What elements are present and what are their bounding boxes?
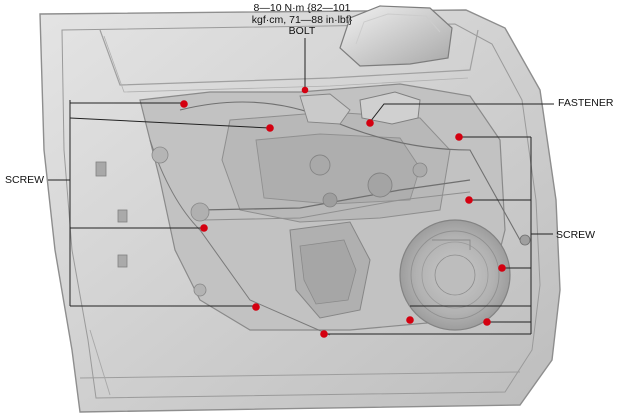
screw-marker-9 xyxy=(483,318,491,326)
fastener-leader-line xyxy=(369,103,554,123)
leader-lines xyxy=(48,38,554,335)
screw-label-left: SCREW xyxy=(5,174,45,186)
screw-label-right: SCREW xyxy=(556,229,596,241)
screw-marker-2 xyxy=(266,124,274,132)
fastener-markers xyxy=(180,86,506,338)
speaker-opening xyxy=(399,219,531,331)
screw-marker-7 xyxy=(498,264,506,272)
screw-marker-4 xyxy=(252,303,260,311)
fastener-label: FASTENER xyxy=(558,97,614,109)
torque-spec-line-2: kgf·cm, 71—88 in·lbf} xyxy=(251,13,353,26)
bolt-marker xyxy=(301,86,309,94)
screw-marker-10 xyxy=(320,330,328,338)
torque-spec-line-3: BOLT xyxy=(288,25,316,37)
screw-marker-3 xyxy=(200,224,208,232)
screw-marker-5 xyxy=(455,133,463,141)
fastener-marker xyxy=(366,119,374,127)
screw-left-leader-2 xyxy=(69,117,271,129)
mirror-housing xyxy=(339,5,453,67)
screw-marker-1 xyxy=(180,100,188,108)
screw-marker-8 xyxy=(406,316,414,324)
torque-spec-line-1: 8—10 N·m {82—101 xyxy=(253,2,351,14)
screw-marker-6 xyxy=(465,196,473,204)
bolt-torque-label: 8—10 N·m {82—101 kgf·cm, 71—88 in·lbf} B… xyxy=(214,2,390,38)
